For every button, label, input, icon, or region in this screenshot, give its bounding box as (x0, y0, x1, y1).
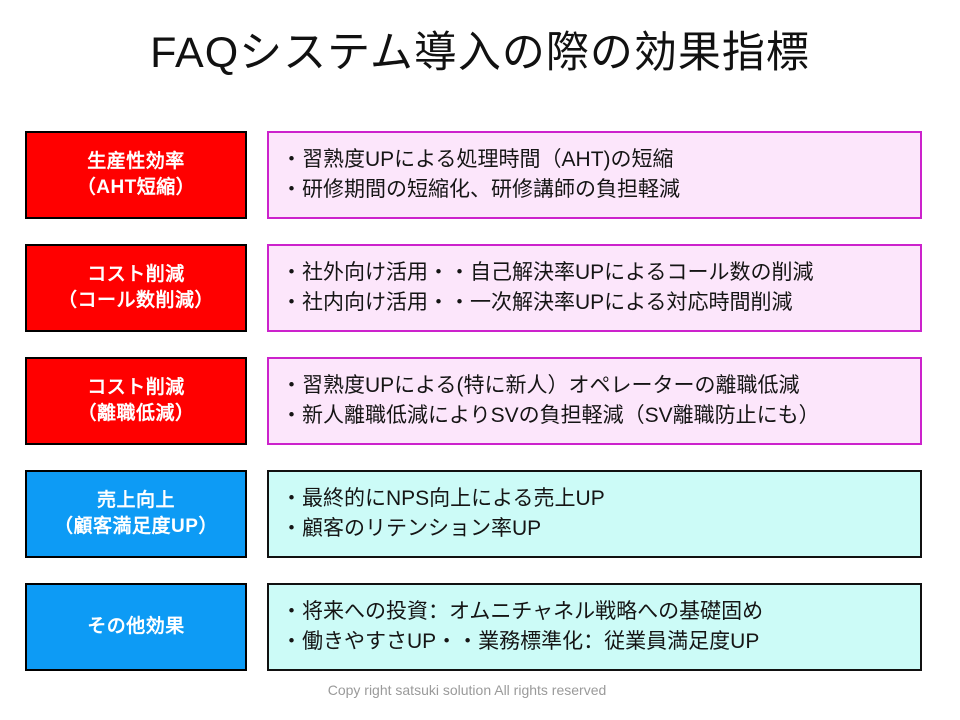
effect-detail-bullet: ・社内向け活用・・一次解決率UPによる対応時間削減 (281, 291, 793, 314)
category-label-box[interactable]: コスト削減 （離職低減） (25, 357, 247, 445)
effect-indicator-rows: 生産性効率 （AHT短縮） ・習熟度UPによる処理時間（AHT)の短縮・研修期間の短… (0, 131, 960, 671)
effect-detail-bullet: ・社外向け活用・・自己解決率UPによるコール数の削減 (281, 261, 814, 285)
category-label-line: コスト削減 (87, 263, 185, 285)
category-label-box[interactable]: 売上向上 （顧客満足度UP） (25, 470, 247, 558)
effect-detail-bullet: ・研修期間の短縮化、研修講師の負担軽減 (281, 178, 680, 201)
effect-detail-bullet: ・新人離職低減によりSVの負担軽減（SV離職防止にも） (281, 404, 820, 427)
category-label-box[interactable]: 生産性効率 （AHT短縮） (25, 131, 247, 219)
category-label-line: （コール数削減） (57, 290, 214, 311)
category-label-line: 売上向上 (96, 489, 175, 511)
effect-row: 生産性効率 （AHT短縮） ・習熟度UPによる処理時間（AHT)の短縮・研修期間の短… (0, 131, 960, 219)
category-label-line: その他効果 (87, 615, 185, 637)
category-label-line: コスト削減 (87, 376, 185, 398)
effect-detail-bullet: ・最終的にNPS向上による売上UP (281, 487, 605, 511)
effect-detail-bullet: ・働きやすさUP・・業務標準化：従業員満足度UP (281, 630, 760, 653)
page-title: FAQシステム導入の際の効果指標 (150, 29, 810, 77)
category-label-line: （離職低減） (77, 403, 195, 424)
effect-row: 売上向上 （顧客満足度UP） ・最終的にNPS向上による売上UP ・顧客のリテンション… (0, 470, 960, 558)
effect-detail-panel: ・将来への投資：オムニチャネル戦略への基礎固め・働きやすさUP・・業務標準化：従… (267, 583, 922, 671)
copyright-footer: Copy right satsuki solution All rights r… (327, 682, 607, 698)
effect-detail-bullet: ・習熟度UPによる処理時間（AHT)の短縮 (281, 148, 674, 172)
category-label-box[interactable]: その他効果 (25, 583, 247, 671)
effect-detail-panel: ・社外向け活用・・自己解決率UPによるコール数の削減・社内向け活用・・一次解決率… (267, 244, 922, 332)
category-label-line: （顧客満足度UP） (54, 516, 218, 537)
effect-detail-panel: ・習熟度UPによる(特に新人）オペレーターの離職低減・新人離職低減によりSVの負… (267, 357, 922, 445)
category-label-line: 生産性効率 (87, 150, 185, 172)
effect-detail-panel: ・習熟度UPによる処理時間（AHT)の短縮・研修期間の短縮化、研修講師の負担軽減 (267, 131, 922, 219)
effect-detail-bullet: ・習熟度UPによる(特に新人）オペレーターの離職低減 (281, 374, 800, 398)
effect-row: コスト削減 （コール数削減） ・社外向け活用・・自己解決率UPによるコール数の削減・… (0, 244, 960, 332)
effect-detail-bullet: ・顧客のリテンション率UP (281, 517, 542, 540)
category-label-box[interactable]: コスト削減 （コール数削減） (25, 244, 247, 332)
effect-row: コスト削減 （離職低減） ・習熟度UPによる(特に新人）オペレーターの離職低減・新人… (0, 357, 960, 445)
effect-detail-panel: ・最終的にNPS向上による売上UP ・顧客のリテンション率UP (267, 470, 922, 558)
effect-row: その他効果 ・将来への投資：オムニチャネル戦略への基礎固め・働きやすさUP・・業務… (0, 583, 960, 671)
effect-detail-bullet: ・将来への投資：オムニチャネル戦略への基礎固め (281, 600, 764, 624)
category-label-line: （AHT短縮） (76, 177, 196, 198)
